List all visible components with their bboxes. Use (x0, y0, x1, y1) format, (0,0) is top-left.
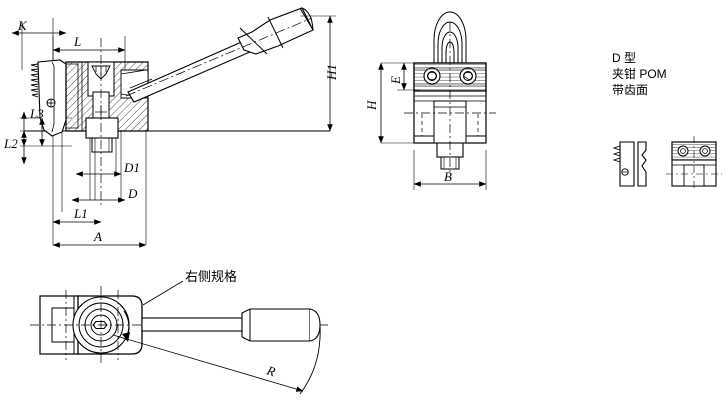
dimension-label-E: E (388, 76, 403, 85)
top-lever (141, 308, 321, 342)
dimension-R (112, 324, 321, 395)
dimension-H1 (300, 15, 336, 132)
jaw-profile-detail (612, 141, 647, 187)
dimension-label-L2: L2 (3, 136, 18, 151)
dimension-label-H1: H1 (324, 64, 339, 81)
note-line-1: D 型 (612, 51, 637, 65)
front-view (378, 11, 496, 190)
toothed-jaw (30, 59, 67, 137)
dimension-label-B: B (444, 169, 452, 184)
dimension-label-R: R (264, 362, 277, 379)
note-line-2: 夹钳 POM (612, 67, 667, 81)
handle-swing-arcs (433, 11, 467, 63)
jaw-front-detail (666, 136, 722, 190)
dimension-label-D: D (127, 186, 138, 201)
threaded-stud (85, 38, 119, 205)
dimension-label-L1: L1 (73, 206, 88, 221)
top-body (30, 286, 330, 364)
dimension-label-A: A (93, 229, 102, 244)
note-line-3: 带齿面 (612, 83, 649, 97)
operating-lever (125, 7, 314, 103)
dimension-label-D1: D1 (123, 160, 140, 175)
top-view (30, 280, 330, 395)
side-sectional-view (11, 7, 336, 248)
note-block: D 型 夹钳 POM 带齿面 (612, 50, 667, 98)
dimension-label-L: L (73, 34, 81, 49)
right-side-spec-leader (142, 280, 184, 306)
dimension-label-H: H (364, 100, 379, 111)
body-front-lower (413, 90, 487, 144)
dimension-label-K: K (17, 18, 28, 33)
socket-screw-left (423, 67, 441, 85)
dimension-label-L3: L3 (29, 106, 44, 121)
right-side-spec-label: 右侧规格 (185, 269, 237, 284)
socket-screw-right (459, 67, 477, 85)
